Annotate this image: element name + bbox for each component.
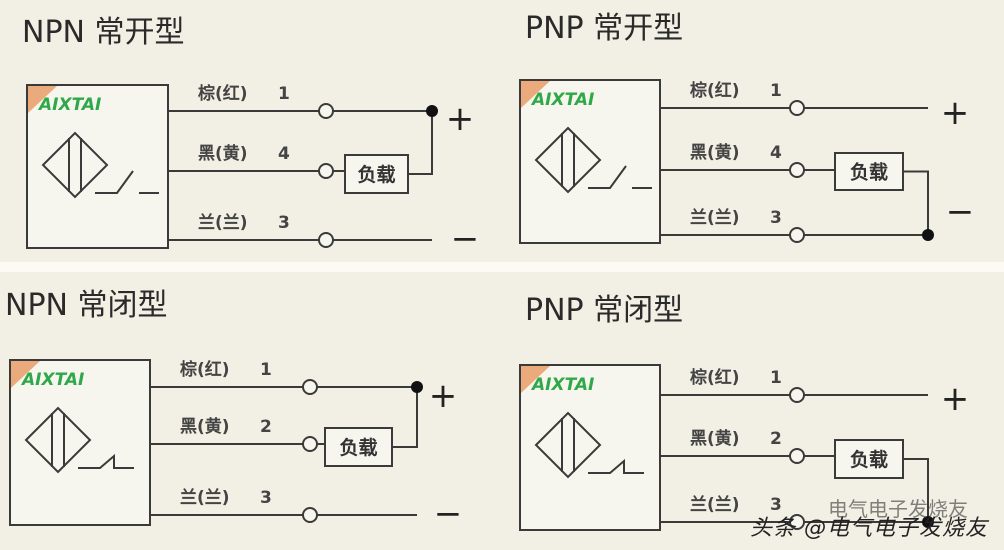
panel-title: NPN 常闭型 [5, 288, 168, 323]
positive-terminal-label: + [446, 99, 475, 139]
panel-title: PNP 常闭型 [525, 293, 683, 328]
junction-dot-icon [922, 229, 934, 241]
positive-terminal-label: + [941, 379, 970, 419]
sensor-body [519, 79, 661, 244]
terminal-icon [302, 379, 318, 395]
terminal-icon [789, 514, 805, 530]
terminal-icon [789, 387, 805, 403]
wire-label: 黑(黄) [180, 416, 230, 437]
sensor-plates-icon [561, 418, 575, 472]
terminal-icon [318, 103, 334, 119]
load-box [344, 154, 409, 194]
terminal-icon [789, 227, 805, 243]
positive-terminal-label: + [941, 93, 970, 133]
sensor-symbol-icon [41, 131, 109, 199]
wire-label: 棕(红) [180, 359, 230, 380]
junction-dot-icon [426, 105, 438, 117]
wire-number: 3 [770, 208, 782, 228]
sensor-symbol-icon [534, 126, 602, 194]
watermark-secondary: 电气电子发烧友 [828, 497, 968, 521]
wire-label: 黑(黄) [198, 143, 248, 164]
wire-number: 1 [278, 84, 290, 104]
panel-pnp-no: PNP 常开型 AIXTAI 棕(红) 1 黑(黄) 4 兰(兰) 3 负载 + − [519, 11, 975, 244]
negative-terminal-label: − [434, 494, 463, 534]
terminal-icon [302, 507, 318, 523]
terminal-icon [789, 100, 805, 116]
sensor-body [519, 364, 661, 531]
brand-logo: AIXTAI [37, 95, 101, 115]
watermark: 头条 @电气电子发烧友 [750, 516, 988, 541]
terminal-icon [318, 163, 334, 179]
load-return-wire [392, 387, 418, 448]
wire-label: 黑(黄) [690, 428, 740, 449]
wire-number: 1 [770, 368, 782, 388]
wire-label: 兰(兰) [690, 207, 740, 228]
load-label: 负载 [339, 436, 377, 459]
sensor-plates-icon [561, 133, 575, 187]
logo-accent [521, 81, 550, 108]
terminal-icon [302, 436, 318, 452]
positive-terminal-label: + [429, 376, 458, 416]
wire-number: 2 [260, 417, 272, 437]
normally-open-contact-icon [588, 165, 652, 189]
normally-open-contact-icon [95, 170, 159, 194]
logo-accent [521, 366, 550, 393]
panel-pnp-nc: PNP 常闭型 AIXTAI 棕(红) 1 黑(黄) 2 兰(兰) 3 负载 + [519, 293, 970, 531]
brand-logo: AIXTAI [530, 375, 594, 395]
load-label: 负载 [850, 448, 888, 471]
normally-closed-contact-icon [78, 453, 134, 469]
load-label: 负载 [850, 161, 888, 184]
normally-closed-contact-icon [588, 458, 644, 474]
sensor-plates-icon [51, 413, 65, 467]
terminal-icon [789, 448, 805, 464]
wire-label: 兰(兰) [180, 487, 230, 508]
wire-number: 1 [260, 360, 272, 380]
wire-label: 棕(红) [198, 83, 248, 104]
junction-dot-icon [922, 516, 934, 528]
sensor-plates-icon [68, 138, 82, 192]
wire-label: 兰(兰) [690, 494, 740, 515]
sensor-body [26, 84, 169, 249]
logo-accent [11, 361, 40, 388]
sensor-body [9, 359, 151, 526]
terminal-icon [318, 232, 334, 248]
logo-accent [28, 86, 57, 113]
brand-logo: AIXTAI [20, 370, 84, 390]
negative-terminal-label: − [946, 192, 975, 232]
wire-label: 棕(红) [690, 80, 740, 101]
wire-number: 3 [260, 488, 272, 508]
panel-divider [0, 262, 1004, 272]
load-return-wire [408, 111, 433, 175]
sensor-symbol-icon [534, 411, 602, 479]
wire-label: 黑(黄) [690, 142, 740, 163]
junction-dot-icon [411, 381, 423, 393]
load-label: 负载 [357, 163, 395, 186]
brand-logo: AIXTAI [530, 90, 594, 110]
wire-number: 3 [278, 213, 290, 233]
panel-npn-no: NPN 常开型 AIXTAI 棕(红) 1 黑(黄) 4 兰(兰) 3 负载 + − [22, 15, 479, 259]
load-return-wire [903, 170, 929, 235]
sensor-symbol-icon [24, 406, 92, 474]
load-box [834, 152, 904, 191]
panel-title: NPN 常开型 [22, 15, 185, 50]
load-return-wire [903, 458, 929, 522]
wire-number: 4 [770, 143, 782, 163]
terminal-icon [789, 162, 805, 178]
panel-npn-nc: NPN 常闭型 AIXTAI 棕(红) 1 黑(黄) 2 兰(兰) 3 负载 + − [5, 288, 462, 534]
wire-number: 3 [770, 495, 782, 515]
wire-number: 4 [278, 144, 290, 164]
wire-number: 2 [770, 429, 782, 449]
wire-number: 1 [770, 81, 782, 101]
panel-title: PNP 常开型 [525, 11, 683, 46]
wire-label: 棕(红) [690, 367, 740, 388]
negative-terminal-label: − [451, 219, 480, 259]
wire-label: 兰(兰) [198, 212, 248, 233]
